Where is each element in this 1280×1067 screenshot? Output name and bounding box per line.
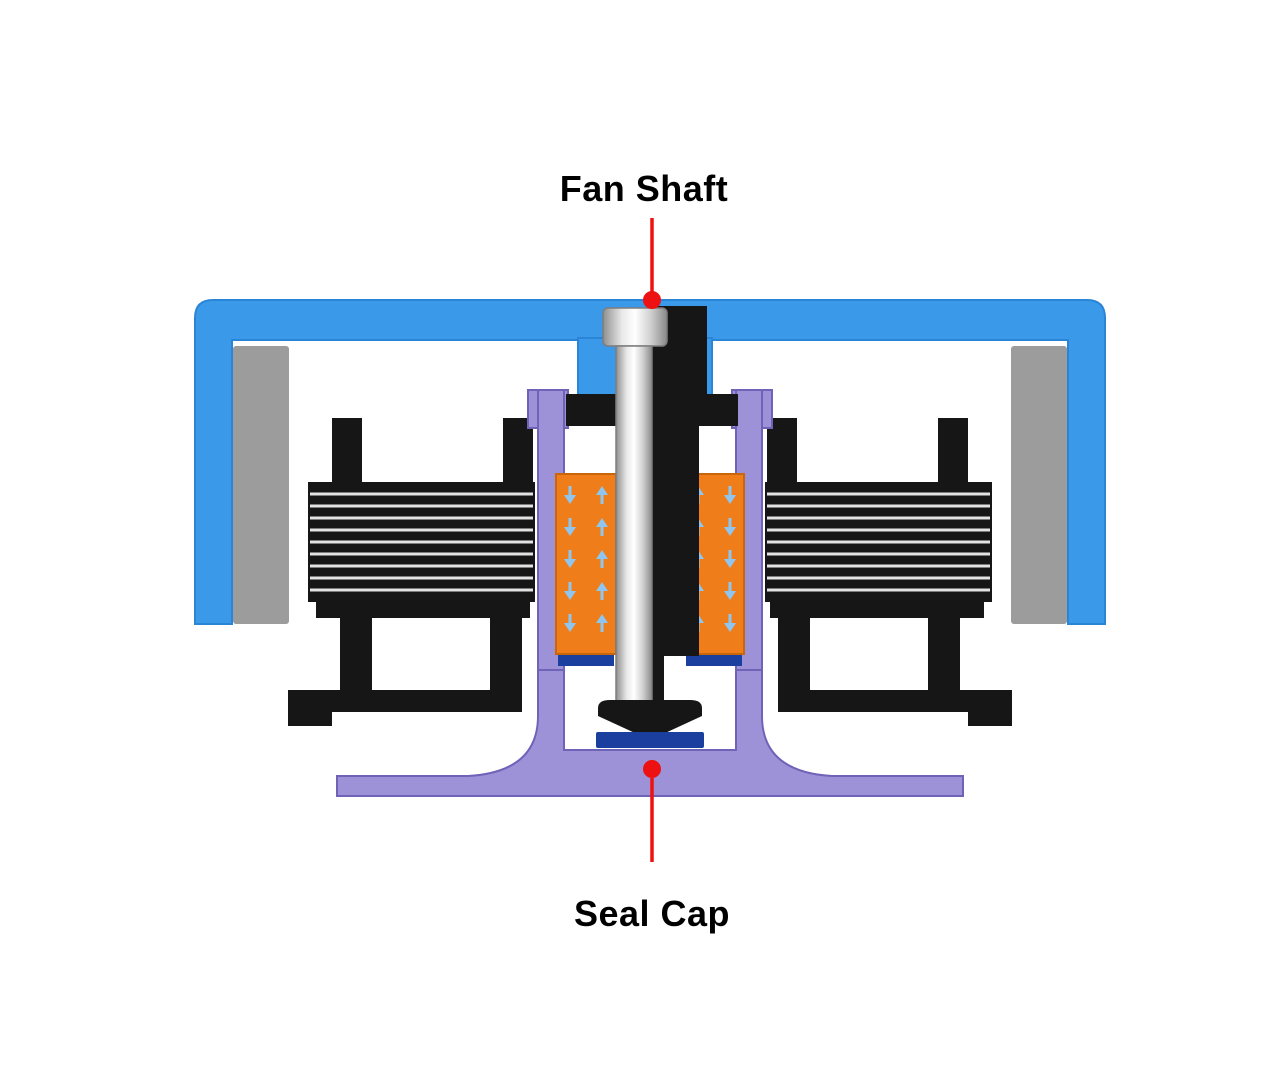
- stator-right: [765, 418, 1012, 726]
- stator-left: [288, 418, 535, 726]
- seal-cap-label: Seal Cap: [573, 893, 731, 934]
- shaft-end-cap: [598, 700, 702, 740]
- stator-left-laminations: [310, 492, 533, 592]
- fan-shaft-assembly: [566, 306, 738, 740]
- seal-cap-leader-dot: [643, 760, 661, 778]
- fan-shaft-leader-dot: [643, 291, 661, 309]
- mount-brackets: [233, 346, 1067, 624]
- seal-cap-plate: [596, 732, 704, 748]
- bearing-retainers: [558, 652, 742, 666]
- stator-right-laminations: [767, 492, 990, 592]
- fan-shaft-label: Fan Shaft: [559, 168, 729, 209]
- shaft-top-collar: [602, 307, 668, 347]
- shaft-cylinder: [615, 345, 653, 703]
- callout-leaders: [643, 218, 661, 862]
